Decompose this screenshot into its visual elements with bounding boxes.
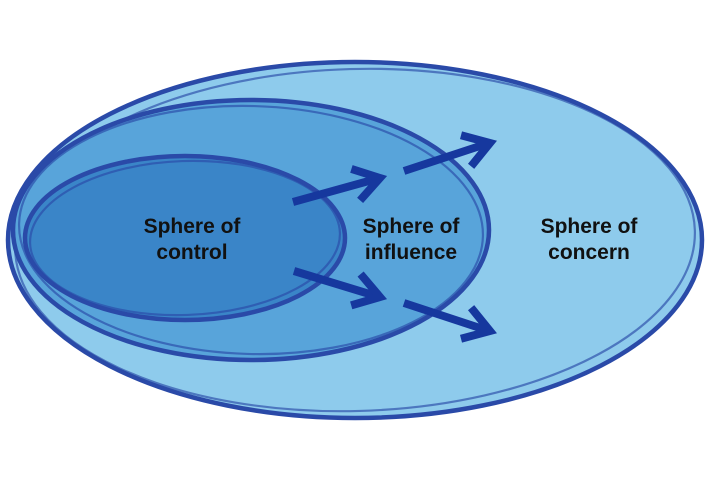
concern-label-line1: Sphere of — [541, 215, 639, 238]
arrow-head — [350, 271, 388, 310]
arrow-head — [459, 131, 497, 169]
concern-label-line2: concern — [548, 241, 630, 264]
arrow-head — [350, 165, 388, 204]
sphere-of-influence-label: Sphere of influence — [363, 215, 461, 264]
arrow-influence-to-concern-lower-icon — [402, 299, 497, 343]
arrow-shaft — [292, 267, 378, 300]
influence-ellipse-sketch-line — [17, 104, 485, 356]
arrow-shaft — [402, 299, 488, 334]
arrow-influence-to-concern-upper-icon — [402, 131, 497, 175]
control-ellipse-sketch-line — [28, 159, 342, 317]
sphere-of-control-label: Sphere of control — [144, 215, 242, 264]
arrow-control-to-influence-lower-icon — [292, 267, 388, 310]
sphere-of-control-ellipse — [22, 153, 348, 323]
arrow-head — [459, 305, 497, 343]
control-label-line1: Sphere of — [144, 215, 242, 238]
arrow-shaft — [291, 175, 378, 206]
control-ellipse-shape — [22, 153, 348, 323]
arrow-control-to-influence-upper-icon — [291, 165, 388, 206]
arrow-shaft — [402, 140, 488, 175]
influence-label-line2: influence — [365, 241, 457, 264]
sphere-of-concern-label: Sphere of concern — [541, 215, 639, 264]
control-label-line2: control — [156, 241, 227, 264]
influence-label-line1: Sphere of — [363, 215, 461, 238]
